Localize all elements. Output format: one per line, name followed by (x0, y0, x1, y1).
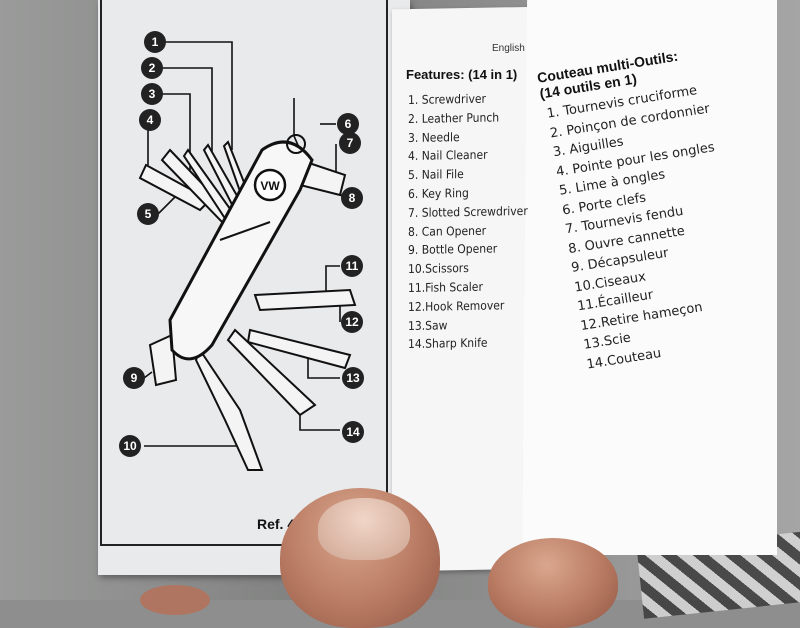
list-item: 13.Saw (408, 317, 448, 333)
fish-scaler-blade (253, 288, 357, 312)
knife-blade (226, 328, 317, 417)
list-item: 6. Key Ring (408, 185, 469, 202)
svg-text:VW: VW (260, 179, 280, 193)
list-item: 11.Fish Scaler (408, 279, 483, 296)
list-item: 10.Scissors (408, 261, 469, 277)
callout-2: 2 (149, 61, 156, 75)
bottle-opener (148, 333, 178, 387)
callout-7: 7 (347, 136, 354, 150)
list-item: 9. Bottle Opener (408, 241, 498, 258)
list-item: 1. Screwdriver (408, 91, 486, 108)
multitool-diagram: VW 1 2 3 4 5 6 7 8 9 10 11 12 13 14 (119, 31, 364, 471)
callout-11: 11 (346, 259, 359, 273)
saw-blade (246, 328, 352, 370)
callout-14: 14 (346, 425, 360, 439)
diagram-frame (100, 0, 388, 546)
language-label: English (492, 43, 525, 54)
callout-13: 13 (346, 371, 360, 385)
key-ring (286, 134, 306, 154)
list-item: 8. Can Opener (408, 223, 487, 239)
list-item: 14.Sharp Knife (408, 336, 488, 352)
features-list: 1. Screwdriver 2. Leather Punch 3. Needl… (408, 89, 528, 354)
right-thumb (488, 538, 618, 628)
bottom-finger (140, 585, 210, 615)
list-item: 2. Leather Punch (408, 110, 500, 126)
callout-1: 1 (152, 35, 159, 49)
callout-5: 5 (145, 207, 152, 221)
thumb-nail (318, 498, 410, 560)
callout-8: 8 (349, 191, 356, 205)
callout-3: 3 (149, 87, 156, 101)
list-item: 3. Needle (408, 129, 460, 145)
list-item: 4. Nail Cleaner (408, 148, 488, 164)
callout-4: 4 (147, 113, 154, 127)
list-item: 7. Slotted Screwdriver (408, 203, 528, 220)
leaflet-french-panel (522, 0, 777, 555)
vw-logo-icon (253, 168, 287, 202)
callout-6: 6 (345, 117, 352, 131)
scissors (194, 347, 264, 471)
callout-12: 12 (345, 315, 359, 329)
callout-9: 9 (131, 371, 138, 385)
features-title: Features: (14 in 1) (406, 67, 518, 82)
list-item: 12.Hook Remover (408, 298, 505, 314)
list-item: 5. Nail File (408, 167, 464, 183)
callout-10: 10 (123, 439, 137, 453)
